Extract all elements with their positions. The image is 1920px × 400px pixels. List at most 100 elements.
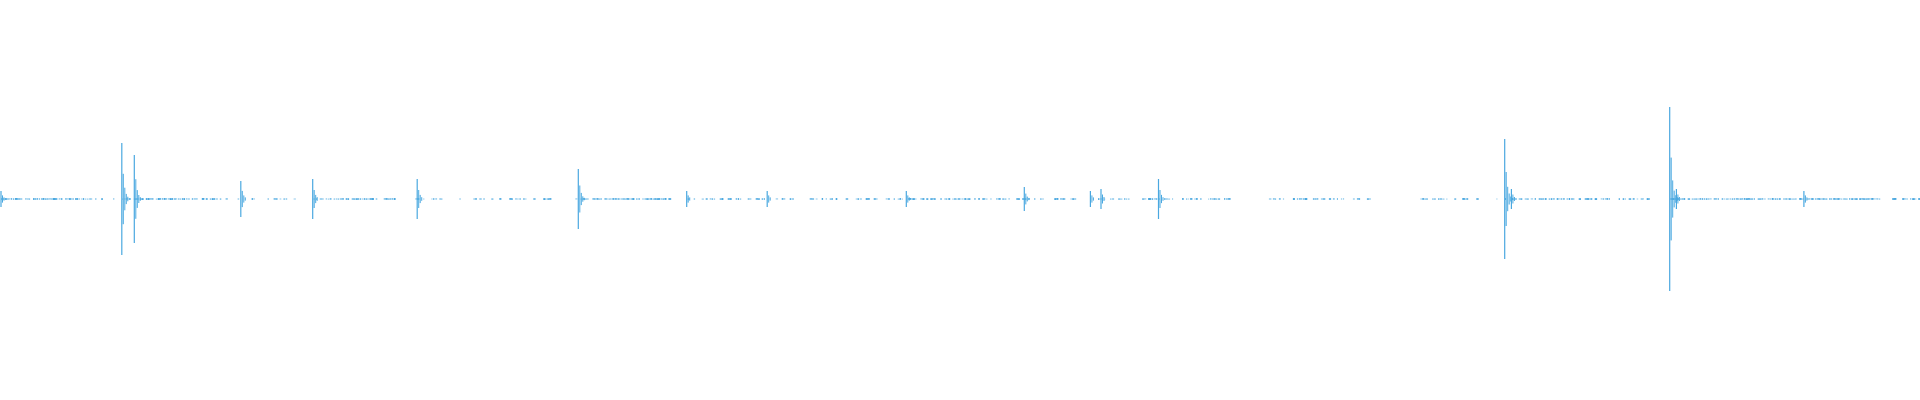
waveform-sample <box>829 198 832 200</box>
waveform-sample <box>1902 198 1904 200</box>
waveform-sample <box>171 198 174 200</box>
waveform-sample <box>948 198 951 200</box>
waveform-sample <box>1632 198 1635 200</box>
waveform-sample <box>1056 198 1059 200</box>
waveform-sample <box>285 198 288 200</box>
waveform-sample <box>1110 198 1112 200</box>
waveform-sample <box>648 198 651 200</box>
waveform-sample <box>335 198 338 200</box>
waveform-sample <box>867 198 870 200</box>
waveform-sample <box>279 198 282 200</box>
waveform-sample <box>922 198 925 200</box>
waveform-sample <box>775 198 779 200</box>
waveform-sample <box>1721 198 1724 200</box>
waveform-sample <box>956 198 958 200</box>
waveform-sample <box>1302 198 1305 200</box>
waveform-sample <box>75 198 77 200</box>
waveform-sample <box>133 198 137 200</box>
waveform-sample <box>727 198 730 200</box>
waveform-sample <box>183 198 185 200</box>
waveform-sample <box>1833 198 1835 200</box>
waveform-sample <box>893 198 895 200</box>
waveform-sample <box>51 198 54 200</box>
waveform-sample <box>763 198 765 200</box>
waveform-sample <box>1578 198 1581 200</box>
waveform-sample <box>1016 198 1019 200</box>
waveform-sample <box>582 198 585 200</box>
waveform-sample <box>575 198 578 200</box>
waveform-sample <box>61 198 63 200</box>
waveform-sample <box>359 198 361 200</box>
waveform-sample <box>1691 198 1694 200</box>
waveform-sample <box>962 198 964 200</box>
waveform-sample <box>177 198 180 200</box>
waveform-sample <box>1845 198 1848 200</box>
waveform-sample <box>1124 198 1126 200</box>
waveform-sample <box>594 198 596 200</box>
waveform-sample <box>433 198 435 200</box>
waveform-sample <box>1454 198 1457 200</box>
waveform-sample <box>990 198 992 200</box>
waveform-sample <box>1586 198 1589 200</box>
waveform-baseline <box>1 198 1920 200</box>
waveform-sample <box>383 198 386 200</box>
waveform-sample <box>87 198 89 200</box>
waveform-sample <box>592 198 595 200</box>
waveform-sample <box>670 198 672 200</box>
waveform-sample <box>1432 198 1434 200</box>
waveform-sample <box>55 198 57 200</box>
waveform-sample <box>1875 198 1878 200</box>
waveform-sample <box>1767 198 1770 200</box>
waveform-sample <box>1769 198 1771 200</box>
waveform-sample <box>644 198 647 200</box>
waveform-sample <box>865 198 868 200</box>
waveform-sample <box>267 198 269 200</box>
waveform-sample <box>1200 198 1202 200</box>
waveform-sample <box>1358 198 1361 200</box>
waveform-sample <box>1751 198 1753 200</box>
waveform-sample <box>1787 198 1790 200</box>
waveform-sample <box>1892 198 1895 200</box>
waveform-sample <box>1356 198 1360 200</box>
waveform-sample <box>1514 198 1517 200</box>
waveform-sample <box>459 198 461 200</box>
waveform-sample <box>658 198 660 200</box>
waveform-sample <box>885 198 888 200</box>
waveform-sample <box>875 198 878 200</box>
waveform-sample <box>139 198 142 200</box>
waveform-sample <box>45 198 47 200</box>
waveform-sample <box>926 198 929 200</box>
waveform-sample <box>1855 198 1858 200</box>
waveform-sample <box>1745 198 1748 200</box>
waveform-sample <box>353 198 356 200</box>
waveform-sample <box>1914 198 1917 200</box>
waveform-sample <box>491 198 494 200</box>
waveform-sample <box>954 198 956 200</box>
waveform-sample <box>347 198 350 200</box>
waveform-sample <box>831 198 833 200</box>
waveform-sample <box>1894 198 1897 200</box>
waveform-sample <box>1697 198 1700 200</box>
waveform-sample <box>547 198 550 200</box>
waveform-sample <box>47 198 49 200</box>
waveform-sample <box>1550 198 1553 200</box>
waveform-sample <box>1773 198 1775 200</box>
waveform-sample <box>1268 198 1272 200</box>
waveform-sample <box>1863 198 1865 200</box>
waveform-sample <box>1570 198 1573 200</box>
waveform-sample <box>545 198 547 200</box>
waveform-sample <box>149 198 152 200</box>
waveform-sample <box>375 198 378 200</box>
waveform-sample <box>1560 198 1562 200</box>
waveform-sample <box>1558 198 1560 200</box>
waveform-sample <box>213 198 216 200</box>
waveform-sample <box>73 198 74 200</box>
waveform-sample <box>533 198 536 200</box>
waveform-sample <box>1196 198 1198 200</box>
waveform-sample <box>1841 198 1843 200</box>
waveform-sample <box>1865 198 1868 200</box>
waveform-sample <box>253 198 255 200</box>
waveform-sample <box>986 198 988 200</box>
